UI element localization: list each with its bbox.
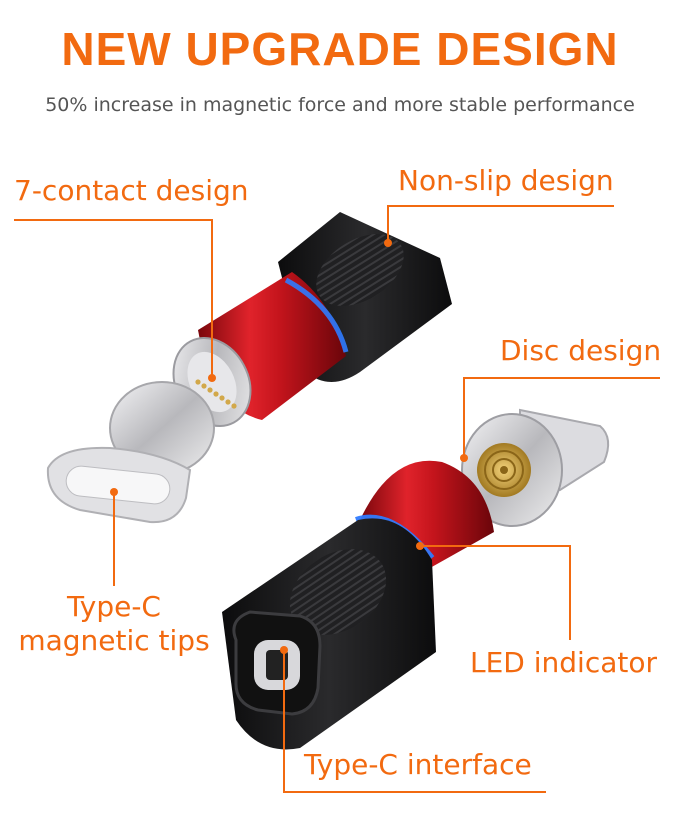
label-7-contact: 7-contact design	[14, 174, 249, 207]
seven-pins	[195, 379, 237, 409]
callout-lines	[14, 205, 660, 793]
upper-led-ring	[284, 277, 349, 353]
label-disc: Disc design	[500, 334, 662, 367]
label-type-c-tips-line2: magnetic tips	[18, 624, 210, 657]
callout-dots	[110, 239, 468, 654]
label-type-c-tips-line1: Type-C	[67, 590, 161, 623]
lower-adapter	[222, 460, 494, 750]
page-subtitle: 50% increase in magnetic force and more …	[45, 94, 635, 116]
label-non-slip: Non-slip design	[398, 164, 614, 197]
upper-grip-texture	[316, 234, 404, 306]
left-magnetic-tip	[46, 381, 215, 524]
page-title: NEW UPGRADE DESIGN	[61, 23, 619, 75]
label-type-c-tips: Type-C magnetic tips	[4, 590, 224, 658]
label-led: LED indicator	[470, 646, 658, 679]
lower-grip-texture	[289, 549, 387, 635]
label-type-c-interface: Type-C interface	[304, 748, 532, 781]
right-magnetic-tip	[461, 408, 610, 527]
